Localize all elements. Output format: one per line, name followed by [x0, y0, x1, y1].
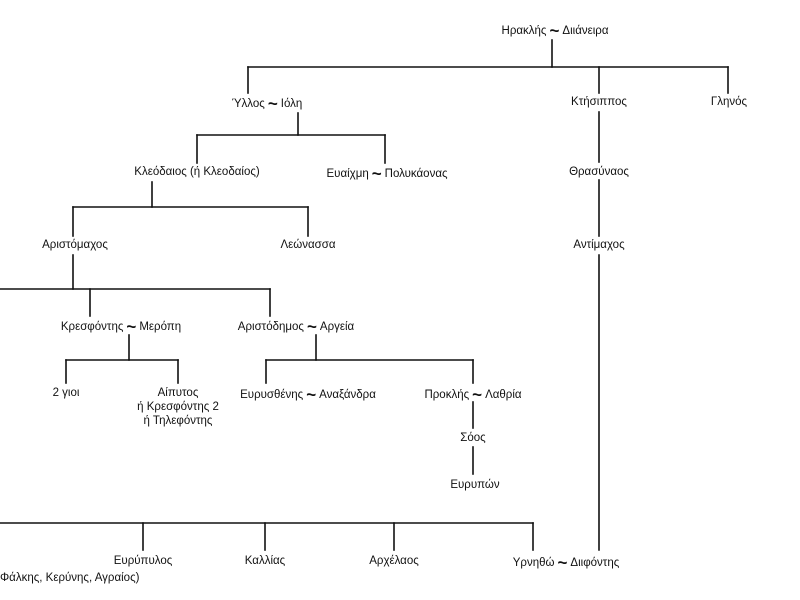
person-name: Αριστόμαχος	[42, 239, 108, 251]
marriage-symbol: ~	[557, 553, 568, 572]
node-glenos: Γληνός	[711, 95, 747, 109]
node-aristodemos-argeia: Αριστόδημος~Αργεία	[237, 317, 355, 336]
node-antimachos: Αντίμαχος	[573, 238, 624, 252]
alt-name: ή Κρεσφόντης 2	[137, 401, 219, 413]
node-soos: Σόος	[460, 431, 485, 445]
person-name: Καλλίας	[244, 555, 286, 567]
node-eurypylos: Ευρύπυλος	[114, 554, 173, 568]
person-name: Ιόλη	[280, 98, 303, 110]
node-two-sons: 2 γιοι	[53, 386, 80, 400]
person-name: Ευρυπών	[450, 479, 500, 491]
person-name: Αναξάνδρα	[319, 389, 376, 401]
marriage-symbol: ~	[306, 385, 317, 404]
node-prokles-lathria: Προκλής~Λαθρία	[424, 385, 522, 404]
person-name: Διιφόντης	[570, 557, 620, 569]
node-aristomachos: Αριστόμαχος	[42, 238, 108, 252]
node-falkes-kerynes-agraios: Φάλκης, Κερύνης, Αγραίος)	[0, 571, 139, 585]
node-leonassa: Λεώνασσα	[280, 238, 335, 252]
person-name: Αριστόδημος	[237, 321, 304, 333]
node-kleodaios: Κλεόδαιος (ή Κλεοδαίος)	[134, 165, 259, 179]
person-name: Κρεσφόντης	[60, 321, 124, 333]
node-ktesippos: Κτήσιππος	[571, 95, 627, 109]
marriage-symbol: ~	[267, 94, 278, 113]
node-kallias: Καλλίας	[245, 554, 285, 568]
marriage-symbol: ~	[306, 317, 317, 336]
person-name: Κλεόδαιος (ή Κλεοδαίος)	[134, 166, 260, 178]
alt-name: ή Τηλεφόντης	[143, 415, 213, 427]
person-name: Γληνός	[710, 96, 748, 108]
node-eurysthenes-anaxandra: Ευρυσθένης~Αναξάνδρα	[240, 385, 376, 404]
person-name: Αίπυτος	[157, 387, 199, 399]
marriage-symbol: ~	[371, 164, 382, 183]
person-name: Θρασύναος	[569, 166, 629, 178]
person-name: Αρχέλαος	[369, 555, 419, 567]
node-thrasynaos: Θρασύναος	[569, 165, 629, 179]
person-name: Φάλκης, Κερύνης, Αγραίος)	[0, 572, 140, 584]
person-name: Λαθρία	[485, 389, 522, 401]
marriage-symbol: ~	[472, 385, 483, 404]
person-name: Προκλής	[424, 389, 470, 401]
person-name: Αργεία	[319, 321, 355, 333]
marriage-symbol: ~	[126, 317, 137, 336]
person-name: Πολυκάονας	[384, 168, 448, 180]
node-hyllos-iole: Ύλλος~Ιόλη	[231, 94, 303, 113]
node-kresfontes-merope: Κρεσφόντης~Μερόπη	[60, 317, 182, 336]
node-hyrnetho-deiphontes: Υρνηθώ~Διιφόντης	[512, 553, 620, 572]
person-name: Ύλλος	[231, 98, 265, 110]
person-name: Κτήσιππος	[571, 96, 627, 108]
person-name: Υρνηθώ	[512, 557, 555, 569]
person-name: Διιάνειρα	[562, 25, 609, 37]
marriage-symbol: ~	[549, 21, 560, 40]
node-heracles-deianeira: Ηρακλής~Διιάνειρα	[501, 21, 609, 40]
node-eurypon: Ευρυπών	[450, 478, 499, 492]
person-name: Αντίμαχος	[573, 239, 625, 251]
person-name: Σόος	[460, 432, 486, 444]
person-name: Ηρακλής	[501, 25, 547, 37]
person-name: Λεώνασσα	[280, 239, 336, 251]
person-name: Ευαίχμη	[326, 168, 369, 180]
person-name: Μερόπη	[139, 321, 182, 333]
node-aipytos: Αίπυτος ή Κρεσφόντης 2 ή Τηλεφόντης	[137, 386, 219, 428]
person-name: Ευρυσθένης	[240, 389, 304, 401]
node-euaichme-polykaon: Ευαίχμη~Πολυκάονας	[326, 164, 448, 183]
node-archelaos: Αρχέλαος	[369, 554, 419, 568]
person-name: 2 γιοι	[52, 387, 80, 399]
person-name: Ευρύπυλος	[113, 555, 173, 567]
